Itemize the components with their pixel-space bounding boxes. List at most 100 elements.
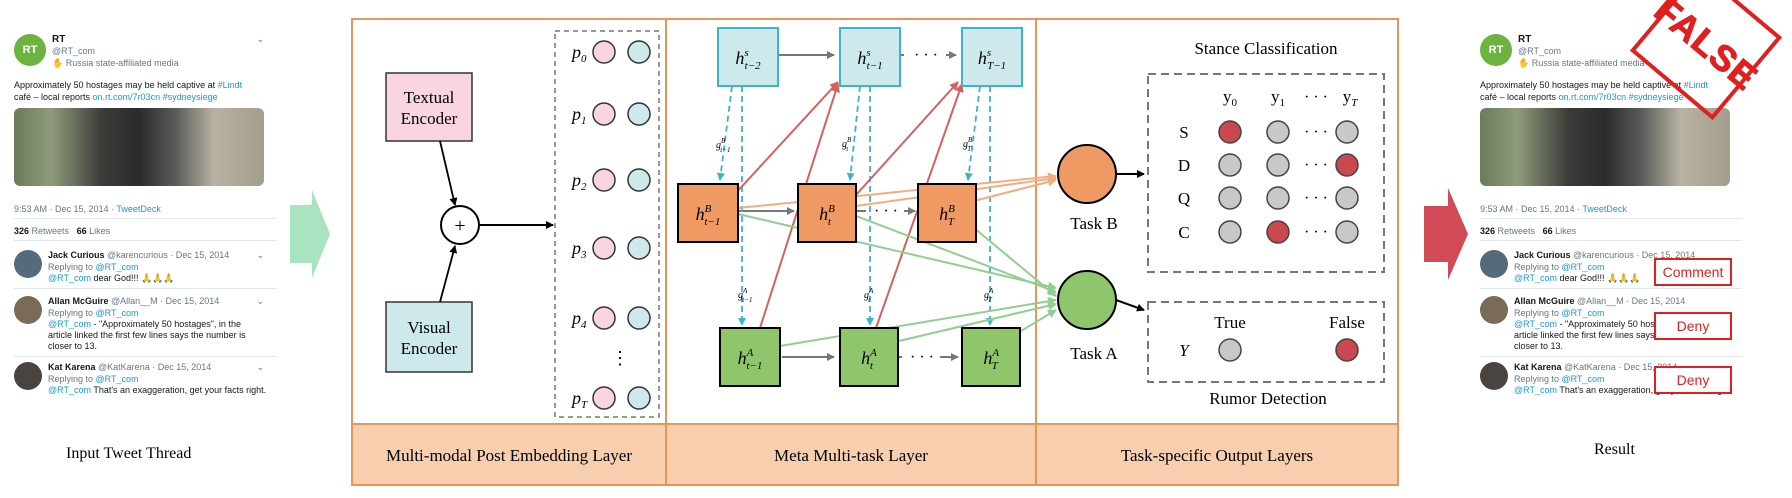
task-b-node xyxy=(917,183,977,243)
reply-text: closer to 13. xyxy=(48,341,98,351)
avatar[interactable] xyxy=(1480,362,1508,390)
ellipsis: · · · xyxy=(1304,224,1328,241)
layer-title-embedding: Multi-modal Post Embedding Layer xyxy=(386,446,632,465)
ellipsis: · · · xyxy=(1304,190,1328,207)
input-tweet-thread: RT RT @RT_com ✋ Russia state-affiliated … xyxy=(14,32,276,412)
col-label: y0 xyxy=(1223,87,1238,109)
task-a-node xyxy=(719,327,781,387)
affiliation-label: ✋ Russia state-affiliated media xyxy=(52,58,179,68)
stance-dot xyxy=(1218,220,1242,244)
col-label: yT xyxy=(1343,87,1359,109)
text-embedding-dot xyxy=(592,236,616,260)
tweet-text-line2: café – local reports on.rt.com/7r03cn #s… xyxy=(14,92,218,102)
true-label: True xyxy=(1214,313,1246,332)
chevron-down-icon[interactable]: ⌄ xyxy=(256,34,264,44)
reply-text: @RT_com That's an exaggeration, get your… xyxy=(1514,385,1733,395)
reply-header: Jack Curious @karencurious · Dec 15, 201… xyxy=(1514,250,1696,260)
textual-encoder-label: Encoder xyxy=(401,109,458,128)
tweet-timestamp: 9:53 AM · Dec 15, 2014 · TweetDeck xyxy=(1480,204,1627,214)
account-name[interactable]: RT xyxy=(1518,34,1532,45)
tweet-text-line1: Approximately 50 hostages may be held ca… xyxy=(1480,80,1709,90)
avatar[interactable] xyxy=(14,362,42,390)
stance-dot xyxy=(1335,153,1359,177)
source-link[interactable]: TweetDeck xyxy=(1582,204,1627,214)
divider xyxy=(14,240,276,241)
tweet-timestamp: 9:53 AM · Dec 15, 2014 · TweetDeck xyxy=(14,204,161,214)
input-caption: Input Tweet Thread xyxy=(66,445,192,462)
arrow xyxy=(961,217,1057,297)
divider xyxy=(14,288,276,289)
result-caption: Result xyxy=(1594,441,1635,458)
arrow-right-icon xyxy=(290,190,330,278)
textual-encoder-label: Textual xyxy=(404,88,455,107)
avatar[interactable] xyxy=(14,296,42,324)
ellipsis: · · · xyxy=(1304,124,1328,141)
task-b-label: Task B xyxy=(1070,214,1117,233)
replying-to: Replying to @RT_com xyxy=(48,262,139,272)
divider xyxy=(1480,356,1742,357)
source-link[interactable]: TweetDeck xyxy=(116,204,161,214)
text-embedding-dot xyxy=(592,102,616,126)
gate-arrow xyxy=(964,85,981,181)
tweet-stats[interactable]: 326 Retweets 66 Likes xyxy=(14,226,111,236)
avatar[interactable] xyxy=(14,250,42,278)
shared-node xyxy=(961,27,1023,87)
hashtag-link[interactable]: #Lindt xyxy=(217,80,243,90)
stance-dot xyxy=(1266,186,1290,210)
rt-avatar[interactable]: RT xyxy=(14,34,46,66)
stance-title: Stance Classification xyxy=(1194,39,1338,58)
image-embedding-dot xyxy=(627,102,651,126)
textual-encoder-box xyxy=(385,72,473,142)
reply-text: @RT_com dear God!!! 🙏🙏🙏 xyxy=(1514,273,1641,283)
replying-to: Replying to @RT_com xyxy=(1514,374,1605,384)
post-embedding-box xyxy=(554,30,660,418)
shared-node xyxy=(839,27,901,87)
tweet-link[interactable]: on.rt.com/7r03cn #sydneysiege xyxy=(1558,92,1684,102)
post-label: p0 xyxy=(570,42,587,65)
task-a-label: Task A xyxy=(1070,344,1118,363)
hashtag-link[interactable]: #Lindt xyxy=(1683,80,1709,90)
image-embedding-dot xyxy=(627,40,651,64)
reply-text: article linked the first few lines says … xyxy=(48,330,246,340)
stance-dot xyxy=(1266,153,1290,177)
layer-title-output: Task-specific Output Layers xyxy=(1121,446,1313,465)
image-embedding-dot xyxy=(627,306,651,330)
arrow xyxy=(439,245,458,303)
divider xyxy=(1480,288,1742,289)
stance-dot xyxy=(1335,220,1359,244)
ellipsis: · · · xyxy=(910,349,934,366)
account-name[interactable]: RT xyxy=(52,34,66,45)
tweet-link[interactable]: on.rt.com/7r03cn #sydneysiege xyxy=(92,92,218,102)
chevron-down-icon[interactable]: ⌄ xyxy=(256,296,264,306)
arrow xyxy=(885,301,1057,345)
affiliation-label: ✋ Russia state-affiliated media xyxy=(1518,58,1645,68)
avatar[interactable] xyxy=(1480,296,1508,324)
post-label: p4 xyxy=(570,308,587,331)
rt-avatar[interactable]: RT xyxy=(1480,34,1512,66)
task-a-node xyxy=(961,327,1021,387)
label-comment: Comment xyxy=(1654,258,1732,286)
arrow xyxy=(1115,299,1145,312)
tweet-photo[interactable] xyxy=(1480,108,1730,186)
stance-dot xyxy=(1335,186,1359,210)
plus-icon: + xyxy=(454,215,465,237)
account-handle[interactable]: @RT_com xyxy=(1518,46,1561,56)
account-handle[interactable]: @RT_com xyxy=(52,46,95,56)
tweet-stats[interactable]: 326 Retweets 66 Likes xyxy=(1480,226,1577,236)
avatar[interactable] xyxy=(1480,250,1508,278)
chevron-down-icon[interactable]: ⌄ xyxy=(256,250,264,260)
arrow-right-icon xyxy=(1424,188,1468,280)
visual-encoder-box xyxy=(385,301,473,373)
divider xyxy=(14,356,276,357)
tweet-photo[interactable] xyxy=(14,108,264,186)
chevron-down-icon[interactable]: ⌄ xyxy=(256,362,264,372)
replying-to: Replying to @RT_com xyxy=(48,374,139,384)
arrow xyxy=(855,81,959,196)
stance-dot xyxy=(1335,120,1359,144)
arrow xyxy=(737,213,1057,291)
